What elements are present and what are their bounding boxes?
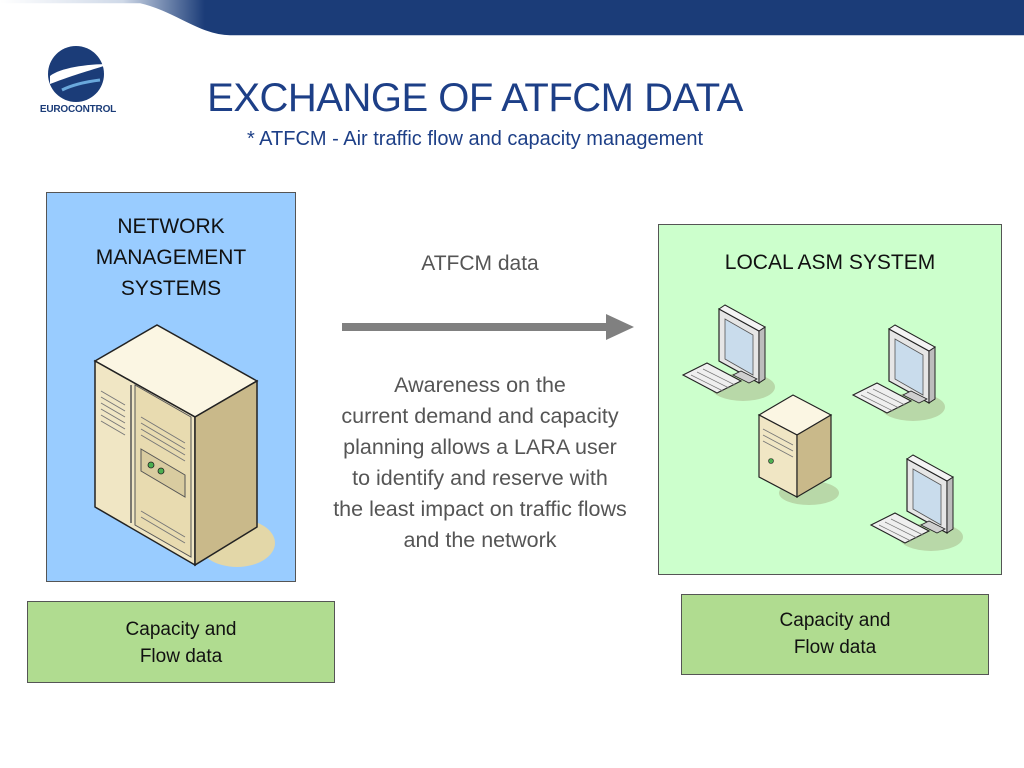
server-icon xyxy=(93,324,275,567)
eurocontrol-logo-icon xyxy=(48,46,110,102)
network-management-label: NETWORK MANAGEMENT SYSTEMS xyxy=(47,211,295,304)
workstation-icon xyxy=(852,324,946,422)
workstation-icon xyxy=(682,304,776,402)
capacity-flow-box-left: Capacity and Flow data xyxy=(27,601,335,683)
description-line: to identify and reserve with xyxy=(352,466,608,490)
asm-network-illustration xyxy=(682,304,964,552)
page-subtitle: * ATFCM - Air traffic flow and capacity … xyxy=(246,128,704,150)
capacity-line: Capacity and xyxy=(125,619,237,640)
description-line: Awareness on the xyxy=(394,373,566,397)
network-management-box: NETWORK MANAGEMENT SYSTEMS xyxy=(46,192,296,582)
logo-text: EUROCONTROL xyxy=(39,104,117,115)
capacity-line: Capacity and xyxy=(779,610,891,631)
capacity-line: Flow data xyxy=(139,646,223,667)
awareness-description: Awareness on the current demand and capa… xyxy=(300,370,660,556)
network-label-line: NETWORK xyxy=(117,215,225,238)
network-label-line: SYSTEMS xyxy=(120,277,222,300)
description-line: and the network xyxy=(403,528,557,552)
arrow-right-icon xyxy=(342,314,634,340)
header-band xyxy=(0,0,1024,37)
local-asm-system-label: LOCAL ASM SYSTEM xyxy=(724,251,936,274)
workstation-icon xyxy=(870,454,964,552)
local-asm-system-box: LOCAL ASM SYSTEM xyxy=(658,224,1002,575)
description-line: current demand and capacity xyxy=(341,404,619,428)
page-title: EXCHANGE OF ATFCM DATA xyxy=(207,76,743,120)
capacity-flow-box-right: Capacity and Flow data xyxy=(681,594,989,675)
server-icon xyxy=(757,394,839,505)
atfcm-data-label: ATFCM data xyxy=(421,252,539,275)
description-line: planning allows a LARA user xyxy=(343,435,617,459)
network-label-line: MANAGEMENT xyxy=(95,246,247,269)
description-line: the least impact on traffic flows xyxy=(333,497,627,521)
capacity-line: Flow data xyxy=(793,637,877,658)
